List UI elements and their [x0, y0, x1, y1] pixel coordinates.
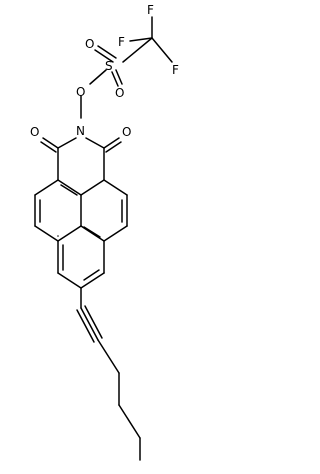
bond-triple-3 [84, 305, 103, 339]
bond-left-1 [34, 179, 59, 196]
bond-inner-4 [83, 226, 101, 238]
atom-o-link: O [76, 85, 85, 99]
bond-triple-1 [80, 307, 99, 341]
bond-c-s [122, 37, 153, 63]
bond-c-f3 [151, 37, 173, 63]
bond-low-2 [57, 272, 82, 289]
atom-o-right: O [122, 125, 131, 139]
bond-s-o1-b [94, 49, 114, 63]
atom-n: N [76, 124, 85, 138]
bond-s-o2-b [115, 69, 123, 85]
atom-f3: F [172, 63, 179, 77]
bond-n-c2 [85, 137, 105, 149]
bond-right-3 [103, 225, 128, 242]
atom-o-sulfonyl-2: O [115, 86, 124, 100]
bond-core-1 [57, 179, 82, 196]
atom-f2: F [118, 35, 125, 49]
structure-svg: F F F S O O O N O O [30, 3, 179, 461]
bond-s-o2-a [111, 71, 119, 87]
bond-left-4 [57, 225, 82, 242]
bond-c-f2 [129, 37, 153, 42]
bond-right-1 [103, 179, 128, 196]
bond-inner-2 [60, 184, 78, 196]
bond-triple-2 [76, 309, 95, 343]
bond-s-o1-a [97, 45, 117, 59]
bond-c1-o-a [42, 137, 59, 149]
atom-s: S [105, 59, 113, 73]
bond-low-3 [80, 272, 105, 289]
bond-left-3 [34, 225, 59, 242]
molecule-diagram: F F F S O O O N O O [30, 3, 179, 461]
bond-c2-o-a [103, 137, 120, 149]
bond-right-4 [80, 225, 105, 242]
bond-c2-o-b [105, 141, 122, 153]
atom-f1: F [147, 3, 154, 17]
atom-o-left: O [30, 125, 39, 139]
bond-core-2 [80, 179, 105, 196]
bond-chain-3 [118, 404, 141, 439]
bond-n-c1 [57, 137, 77, 149]
atom-o-sulfonyl-1: O [85, 37, 94, 51]
bond-c1-o-b [40, 141, 57, 153]
bond-low-dbl-2 [83, 269, 100, 281]
bond-chain-1 [97, 339, 120, 374]
bond-s-olink [89, 69, 107, 85]
